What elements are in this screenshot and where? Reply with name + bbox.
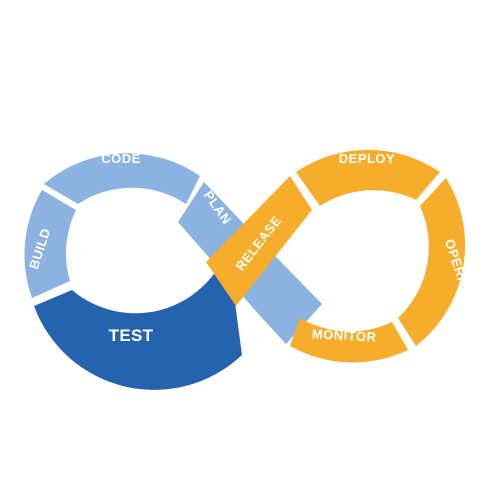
- monitor-segment: [290, 318, 408, 363]
- build-segment: [24, 190, 76, 298]
- right-loop: [206, 149, 466, 363]
- test-label: TEST: [109, 326, 154, 345]
- release-segment: [206, 176, 312, 306]
- test-segment: [34, 268, 242, 390]
- monitor-label: MONITOR: [312, 326, 377, 344]
- operate-segment: [398, 178, 466, 346]
- left-loop: [24, 153, 322, 390]
- deploy-label: DEPLOY: [339, 151, 395, 166]
- code-segment: [44, 153, 200, 204]
- deploy-segment: [296, 149, 440, 206]
- code-label: CODE: [101, 151, 141, 166]
